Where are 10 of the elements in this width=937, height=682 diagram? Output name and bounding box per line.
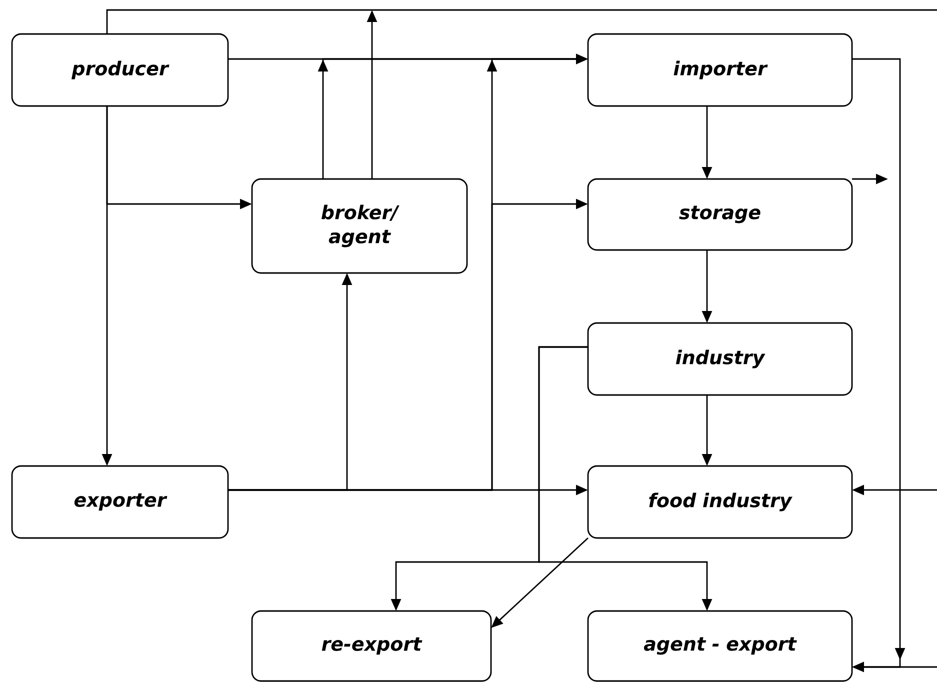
process-box: broker/ agent (251, 178, 468, 274)
process-box: re-export (251, 610, 492, 682)
process-box: agent - export (587, 610, 853, 682)
process-box: importer (587, 33, 853, 107)
process-box: industry (587, 322, 853, 396)
process-box: storage (587, 178, 853, 251)
connector-line (106, 9, 937, 34)
process-box: food industry (587, 465, 853, 539)
process-box: exporter (11, 465, 229, 539)
process-box: producer (11, 33, 229, 107)
